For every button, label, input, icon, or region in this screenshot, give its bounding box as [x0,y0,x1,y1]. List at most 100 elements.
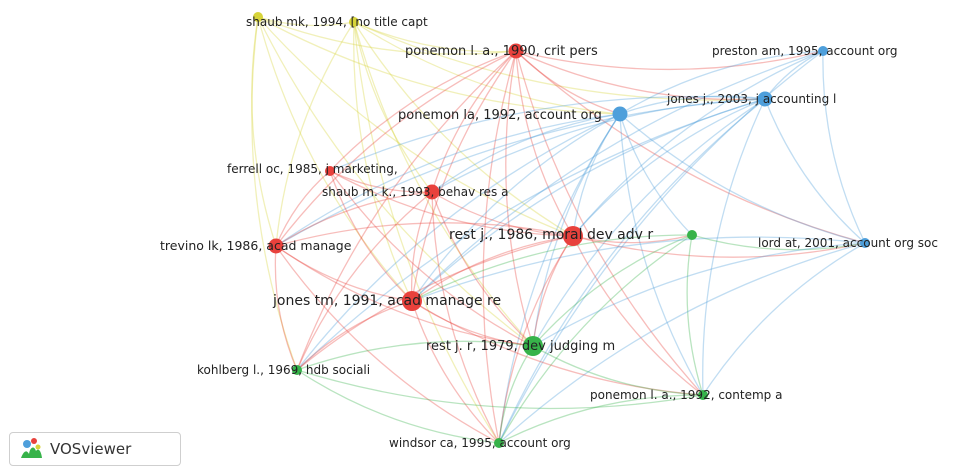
network-link [572,98,766,237]
network-link [572,235,866,258]
network-node-rest1986[interactable] [563,226,583,246]
network-link [572,50,824,237]
network-link [257,16,517,55]
network-link [296,191,433,371]
network-link [619,113,693,236]
network-node-shaub1994b[interactable] [349,17,359,27]
network-link [411,113,621,302]
network-link [572,234,693,244]
network-node-shaub1993[interactable] [424,184,440,200]
network-link [411,50,517,302]
network-link [619,113,704,396]
network-link [353,21,574,237]
network-link [702,98,766,396]
network-link [515,50,824,71]
network-node-label: ponemon la, 1992, account org [398,108,602,123]
network-node-trevino1986[interactable] [268,238,284,254]
network-link [532,113,621,347]
network-node-label: kohlberg l., 1969, hdb sociali [197,363,370,377]
network-link [411,234,693,302]
network-link [411,235,574,302]
network-link [702,242,866,396]
network-link [296,50,517,371]
network-node-ponemon1992b[interactable] [698,390,708,400]
network-link [257,16,621,115]
network-node-jones2003[interactable] [757,91,773,107]
network-link [431,50,517,193]
network-link [275,245,534,347]
network-link [411,50,824,302]
network-link [329,170,413,302]
network-link [515,50,766,101]
network-link [275,222,574,247]
network-node-label: ferrell oc, 1985, j marketing, [227,162,398,176]
network-link [411,300,704,396]
network-link [498,98,766,444]
network-link [691,234,866,251]
network-node-label: preston am, 1995, account org [712,44,898,58]
network-link [505,50,534,347]
network-link [498,345,534,444]
network-link [411,98,766,302]
network-link [498,235,574,444]
network-node-jones1991[interactable] [402,291,422,311]
network-link [532,242,866,347]
network-link [498,394,704,444]
network-link [296,369,500,444]
network-link [515,50,704,396]
network-node-lord2001[interactable] [860,238,870,248]
network-link [353,21,534,347]
network-link [257,16,355,27]
network-node-preston1995[interactable] [818,46,828,56]
network-link [431,191,534,347]
network-node-greenRight[interactable] [687,230,697,240]
network-node-kohlberg1969[interactable] [292,365,302,375]
network-node-label: jones tm, 1991, acad manage re [272,293,501,309]
network-link [764,98,866,244]
network-link [275,245,500,444]
network-node-shaub1994[interactable] [253,12,263,22]
network-link [257,16,413,302]
network-link [329,170,534,347]
network-node-rest1979[interactable] [523,336,543,356]
network-link [275,170,331,247]
network-link [619,95,766,115]
network-link [275,21,355,247]
network-link [411,300,500,444]
network-link [515,50,866,244]
network-link [498,113,621,444]
network-link [274,245,298,371]
links-layer [251,16,866,444]
network-link [498,242,866,444]
network-link [296,98,766,371]
network-node-label: shaub mk, 1994, [no title capt [246,15,428,29]
network-link [275,50,517,247]
network-node-windsor1995[interactable] [494,438,504,448]
network-node-ferrell1985[interactable] [325,166,335,176]
network-link [296,113,621,371]
network-link [532,345,704,396]
network-link [353,21,517,53]
network-link [431,191,574,237]
network-node-label: jones j., 2003, j accounting l [666,92,836,106]
network-link [257,16,574,237]
nodes-layer [253,12,870,448]
network-node-ponemon1990[interactable] [508,43,524,59]
network-link [329,50,517,172]
network-link [619,113,866,244]
network-link [532,234,693,347]
network-link [257,16,534,347]
vosviewer-logo-text: VOSviewer [50,440,132,458]
network-link [296,235,574,371]
network-node-label: rest j. r, 1979, dev judging m [426,339,615,354]
network-node-ponemon1992a[interactable] [612,106,628,122]
network-link [275,191,433,247]
network-link [532,98,766,347]
network-link [296,340,534,371]
network-link [329,95,766,172]
network-link [275,245,413,302]
network-link [353,21,413,302]
network-link [296,300,413,371]
